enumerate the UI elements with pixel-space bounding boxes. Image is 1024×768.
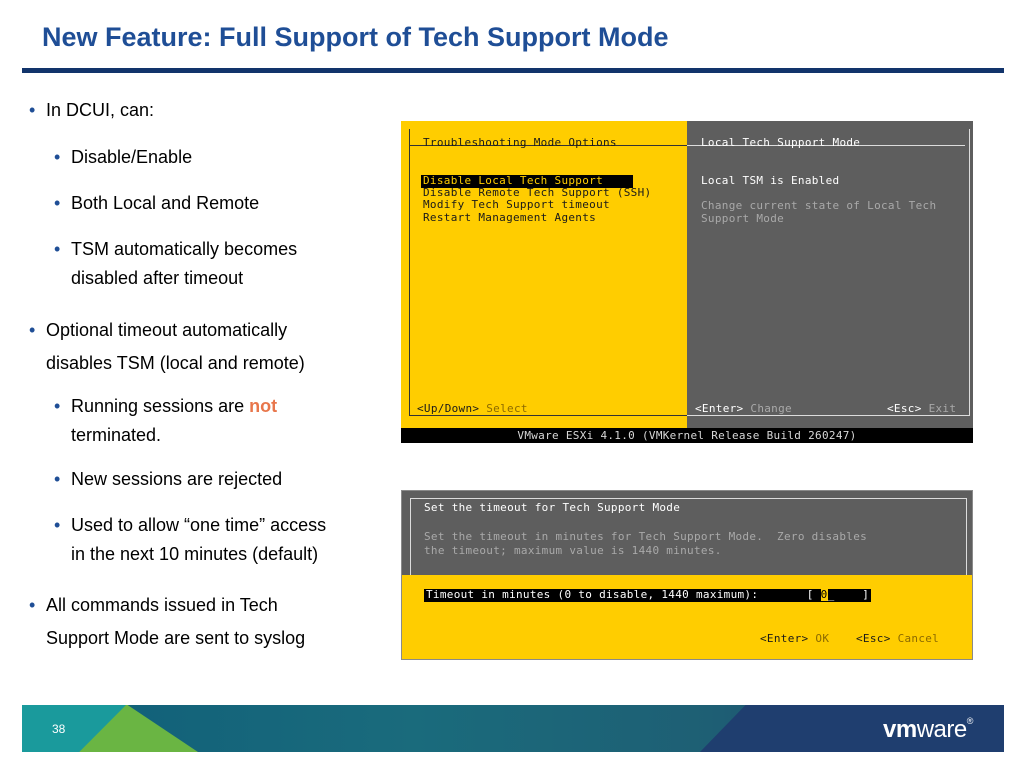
key-enter-ok[interactable]: <Enter> OK (760, 632, 830, 645)
title-rule (22, 68, 1004, 73)
option-disable-remote[interactable]: Disable Remote Tech Support (SSH) (423, 186, 652, 199)
bullet-list: •In DCUI, can: •Disable/Enable •Both Loc… (0, 0, 380, 700)
vmware-logo: vmware® (883, 716, 973, 743)
dialog-title: Set the timeout for Tech Support Mode (424, 501, 681, 514)
tsm-desc-2: Support Mode (701, 212, 785, 225)
options-title: Troubleshooting Mode Options (423, 136, 617, 149)
key-enter-change[interactable]: <Enter> Change (695, 402, 792, 415)
tsm-status: Local TSM is Enabled (701, 174, 840, 187)
dcui-troubleshooting-screen: Troubleshooting Mode Options Disable Loc… (401, 121, 973, 443)
timeout-field[interactable]: Timeout in minutes (0 to disable, 1440 m… (424, 588, 872, 602)
right-panel (687, 121, 973, 428)
footer-navy-shape (700, 705, 1004, 752)
bullet-local-remote: •Both Local and Remote (54, 193, 260, 213)
dialog-desc-2: the timeout; maximum value is 1440 minut… (424, 544, 722, 557)
bullet-new-sessions: •New sessions are rejected (54, 469, 283, 489)
esxi-version-bar: VMware ESXi 4.1.0 (VMKernel Release Buil… (401, 428, 973, 443)
key-esc-exit[interactable]: <Esc> Exit (887, 402, 957, 415)
left-panel (401, 121, 687, 428)
bullet-dcui: •In DCUI, can: (29, 100, 155, 120)
option-disable-local[interactable]: Disable Local Tech Support (421, 174, 633, 188)
slide-title: New Feature: Full Support of Tech Suppor… (42, 22, 669, 52)
page-number: 38 (52, 722, 66, 736)
bullet-disable-enable: •Disable/Enable (54, 147, 193, 167)
key-updown: <Up/Down> Select (417, 402, 528, 415)
option-restart-agents[interactable]: Restart Management Agents (423, 211, 597, 224)
dialog-desc-1: Set the timeout in minutes for Tech Supp… (424, 530, 868, 543)
dcui-timeout-dialog: Set the timeout for Tech Support Mode Se… (401, 490, 973, 660)
tsm-desc-1: Change current state of Local Tech (701, 199, 937, 212)
tsm-title: Local Tech Support Mode (701, 136, 861, 149)
option-modify-timeout[interactable]: Modify Tech Support timeout (423, 198, 610, 211)
key-esc-cancel[interactable]: <Esc> Cancel (856, 632, 940, 645)
